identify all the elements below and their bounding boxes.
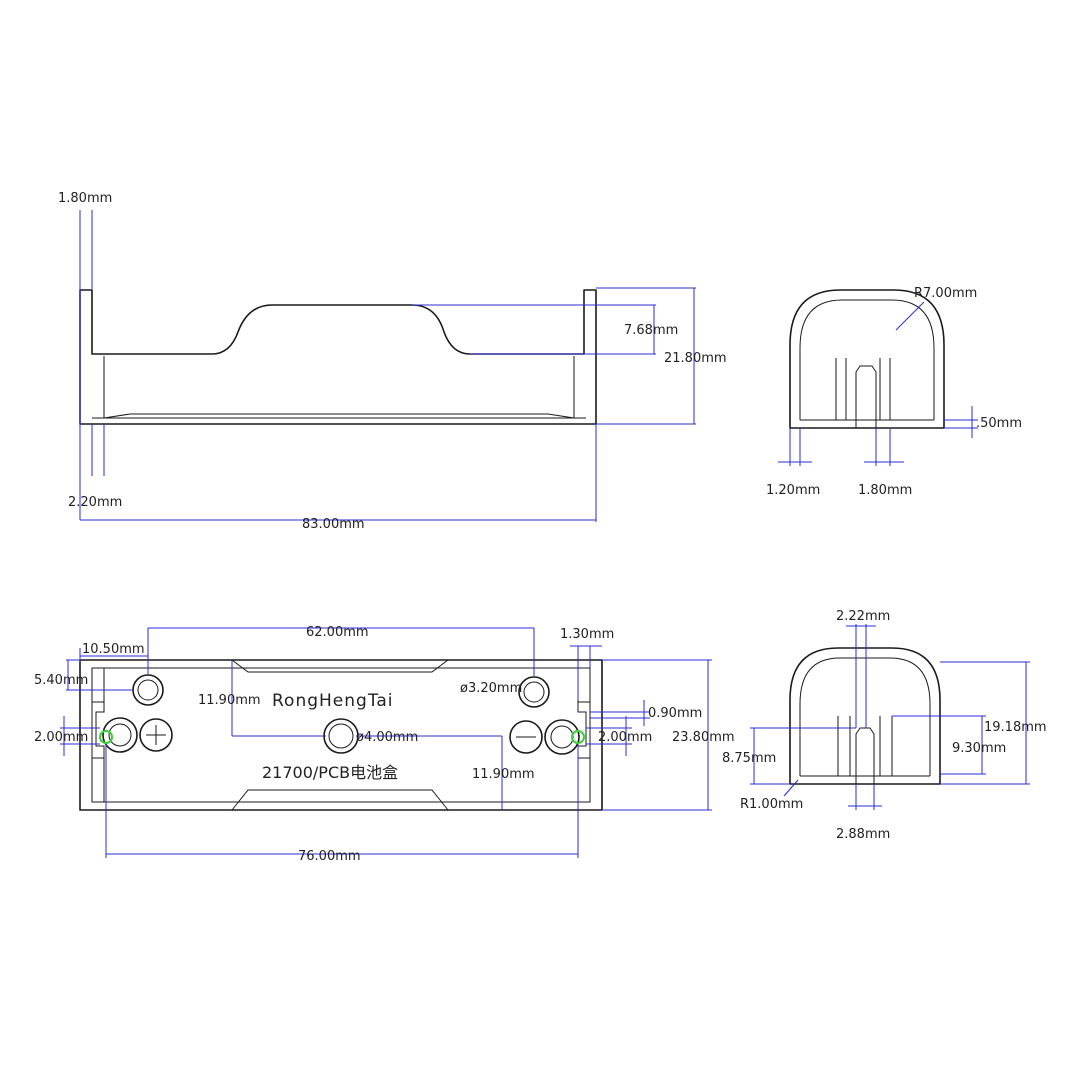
dim-end-wall: 1.20mm bbox=[766, 483, 820, 498]
contact-hole-left bbox=[102, 717, 138, 753]
end-detail-inner bbox=[799, 657, 931, 776]
dim-total-length: 83.00mm bbox=[302, 517, 365, 532]
end-inner-outline bbox=[799, 299, 935, 420]
dim-cutout-width-top: 11.90mm bbox=[198, 693, 261, 708]
mount-hole-center-inner bbox=[328, 723, 354, 749]
dim-end-radius: R7.00mm bbox=[914, 286, 977, 301]
top-cutout-lower bbox=[231, 789, 449, 811]
dim-leader-radius bbox=[895, 301, 925, 331]
end-view-detail: 2.22mm 19.18mm 9.30mm 8.75mm R1.00mm 2.8… bbox=[722, 609, 1047, 842]
top-view-inner bbox=[91, 667, 591, 803]
dim-tab-gap: 0.90mm bbox=[648, 706, 702, 721]
dim-contact-width-left: 2.00mm bbox=[34, 730, 88, 745]
dim-side-thickness-bottom: 2.20mm bbox=[68, 495, 122, 510]
end-detail-center-tab bbox=[855, 727, 875, 776]
dim-end-base: .50mm bbox=[976, 416, 1022, 431]
side-floor-line bbox=[103, 413, 575, 419]
mount-hole-top-right-inner bbox=[523, 681, 545, 703]
brand-label: RongHengTai bbox=[272, 691, 394, 711]
dim-hole-small-dia: ø3.20mm bbox=[460, 681, 522, 696]
dim-tab-height-left: 8.75mm bbox=[722, 751, 776, 766]
dim-end-clearance: 1.30mm bbox=[560, 627, 614, 642]
top-cutout-upper bbox=[231, 659, 449, 673]
dim-side-height: 21.80mm bbox=[664, 351, 727, 366]
contact-point-right bbox=[571, 730, 585, 744]
dim-end-height: 19.18mm bbox=[984, 720, 1047, 735]
side-view: 1.80mm 2.20mm 83.00mm 7.68mm 21.80mm bbox=[58, 191, 727, 532]
top-right-contact-slot bbox=[577, 701, 590, 759]
dim-hole-spacing: 62.00mm bbox=[306, 625, 369, 640]
contact-hole-left-inner bbox=[108, 723, 132, 747]
dim-tab-width: 2.22mm bbox=[836, 609, 890, 624]
dim-cutout-width-bottom: 11.90mm bbox=[472, 767, 535, 782]
mount-hole-top-left-inner bbox=[137, 679, 159, 701]
end-center-tab bbox=[855, 365, 877, 420]
dim-tab-height-right: 9.30mm bbox=[952, 741, 1006, 756]
minus-icon bbox=[509, 720, 543, 754]
mount-hole-top-right bbox=[518, 676, 550, 708]
dim-cutout-depth: 7.68mm bbox=[624, 323, 678, 338]
dim-hole-offset-x: 10.50mm bbox=[82, 642, 145, 657]
dim-total-width: 23.80mm bbox=[672, 730, 735, 745]
side-view-body bbox=[79, 289, 597, 425]
top-left-contact-slot bbox=[92, 701, 105, 759]
end-view-body bbox=[789, 289, 945, 429]
end-detail-body bbox=[789, 647, 941, 785]
dim-hole-offset-y: 5.40mm bbox=[34, 673, 88, 688]
dim-contact-pitch: 76.00mm bbox=[298, 849, 361, 864]
dim-hole-large-dia: ø4.00mm bbox=[356, 730, 418, 745]
contact-hole-right bbox=[544, 719, 580, 755]
model-label: 21700/PCB电池盒 bbox=[262, 763, 398, 782]
dim-end-tab: 1.80mm bbox=[858, 483, 912, 498]
contact-point-left bbox=[99, 730, 113, 744]
dim-leader-base-radius bbox=[783, 779, 799, 797]
top-view-body bbox=[79, 659, 603, 811]
contact-hole-right-inner bbox=[550, 725, 574, 749]
top-view: RongHengTai 21700/PCB电池盒 62.00mm bbox=[34, 625, 735, 864]
dim-base-radius: R1.00mm bbox=[740, 797, 803, 812]
dim-side-thickness-top: 1.80mm bbox=[58, 191, 112, 206]
dim-tab-base: 2.88mm bbox=[836, 827, 890, 842]
plus-icon bbox=[139, 718, 173, 752]
end-view: R7.00mm .50mm 1.20mm 1.80mm bbox=[766, 286, 1022, 498]
dim-contact-width-right: 2.00mm bbox=[598, 730, 652, 745]
